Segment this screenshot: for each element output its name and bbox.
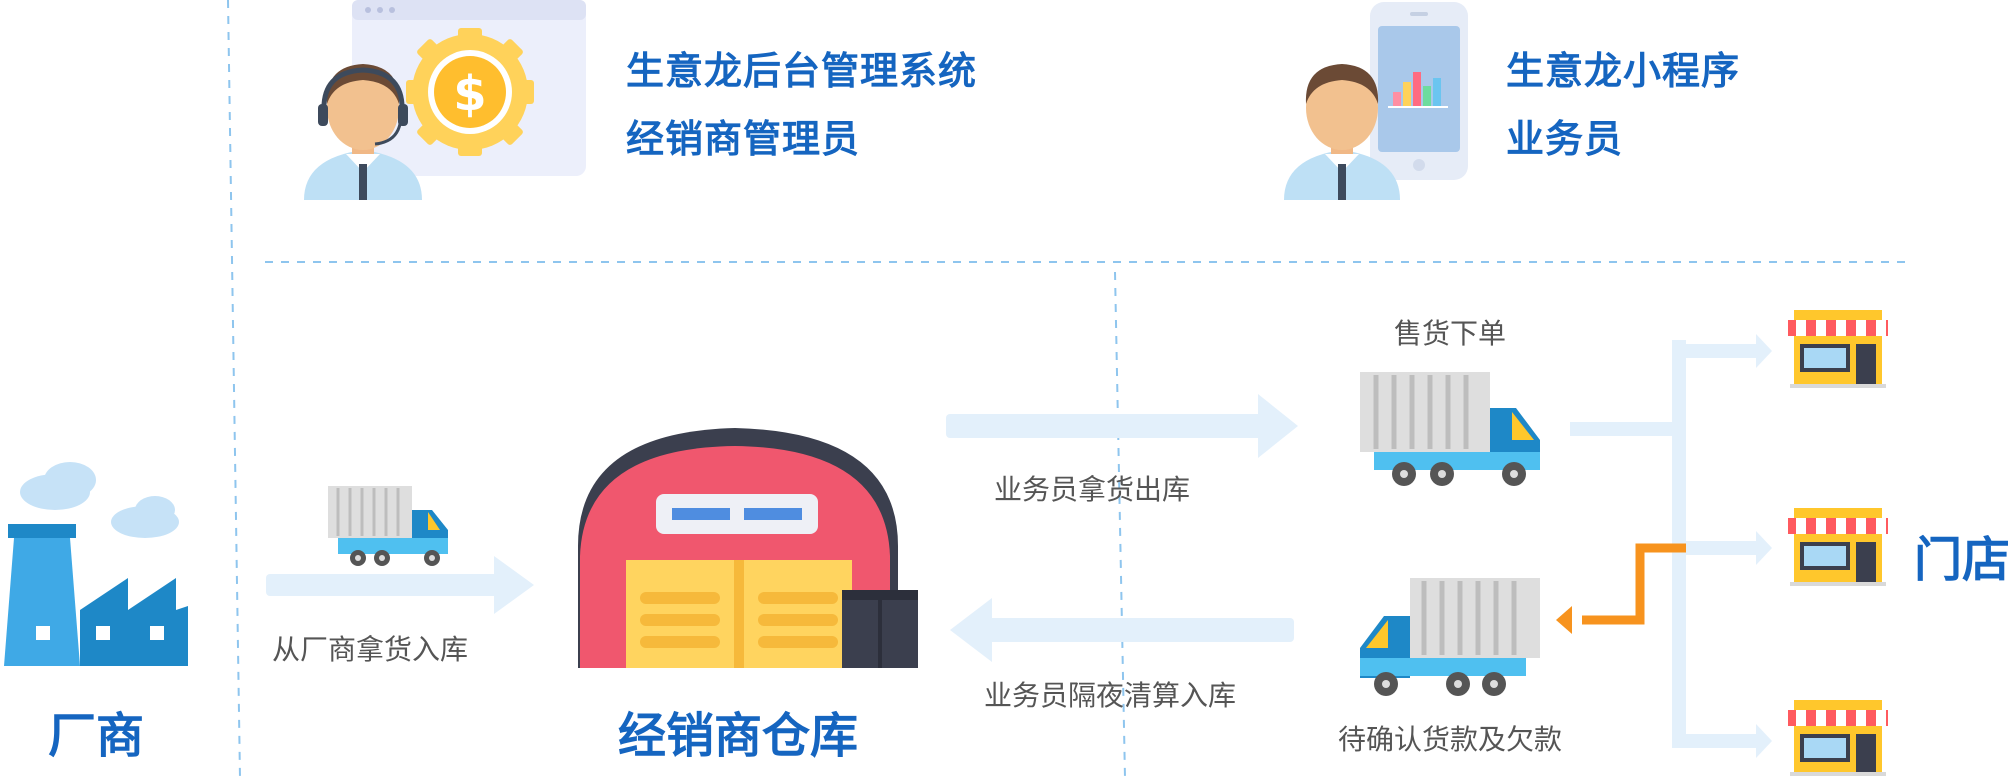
factory-icon <box>4 462 188 666</box>
phone-icon <box>1370 2 1468 180</box>
store-icon-2 <box>1788 508 1888 586</box>
admin-system-title: 生意龙后台管理系统 <box>626 49 978 93</box>
sales-role-title: 业务员 <box>1506 117 1624 161</box>
stores-label: 门店 <box>1914 532 2008 588</box>
store-icon-1 <box>1788 310 1888 388</box>
inbound-label: 从厂商拿货入库 <box>272 633 469 666</box>
factory-label: 厂商 <box>48 708 145 764</box>
delivery-truck-top-icon <box>1360 372 1540 486</box>
confirm-payment-label: 待确认货款及欠款 <box>1338 723 1563 756</box>
vertical-divider-left <box>227 0 241 778</box>
vertical-divider-middle <box>1114 271 1126 778</box>
sales-illustration <box>1284 2 1468 200</box>
arrow-payment-return <box>1556 543 1686 634</box>
arrow-inbound <box>266 556 534 614</box>
bar-chart-icon <box>1388 72 1448 108</box>
arrow-salesman-outbound <box>946 394 1298 458</box>
arrow-salesman-return <box>950 598 1294 662</box>
outbound-label: 业务员拿货出库 <box>994 473 1191 506</box>
warehouse-icon <box>578 428 918 668</box>
warehouse-label: 经销商仓库 <box>618 708 859 764</box>
store-icon-3 <box>1788 700 1888 776</box>
delivery-truck-bottom-icon <box>1360 578 1540 696</box>
sales-app-title: 生意龙小程序 <box>1506 49 1741 93</box>
admin-role-title: 经销商管理员 <box>626 117 861 161</box>
return-label: 业务员隔夜清算入库 <box>984 679 1237 712</box>
dollar-gear-icon: $ <box>406 28 534 156</box>
dollar-symbol: $ <box>453 66 486 122</box>
sell-order-label: 售货下单 <box>1394 317 1507 350</box>
admin-illustration: $ <box>304 0 586 200</box>
sales-person-icon <box>1284 64 1400 200</box>
admin-person-icon <box>304 64 422 200</box>
small-truck-icon <box>328 486 448 566</box>
